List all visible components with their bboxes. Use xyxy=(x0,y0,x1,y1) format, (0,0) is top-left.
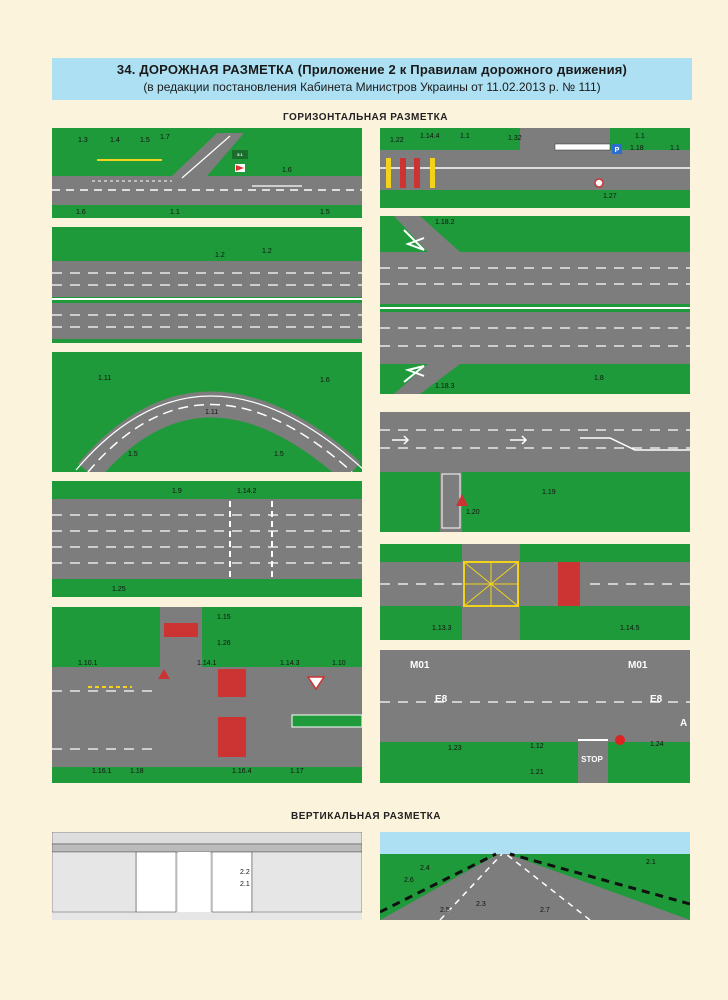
panel-1-lane-change: 5.1 1.3 1.4 1.5 1.7 1.6 1.1 1.5 1.6 xyxy=(52,128,362,218)
p5-label-4: 1.5 xyxy=(274,451,284,458)
p9-label-8: 1.16.4 xyxy=(232,768,252,775)
p5-label-2: 1.11 xyxy=(205,409,218,416)
section-heading-horizontal: ГОРИЗОНТАЛЬНАЯ РАЗМЕТКА xyxy=(283,112,448,123)
p9-label-5: 1.10 xyxy=(332,660,346,667)
p2-label-6: 1.1 xyxy=(670,145,680,152)
page-subtitle: (в редакции постановления Кабинета Минис… xyxy=(143,80,601,94)
p9-label-2: 1.14.1 xyxy=(197,660,217,667)
p2-label-2: 1.1 xyxy=(460,133,470,140)
p1-label-0: 1.3 xyxy=(78,137,88,144)
p12-label-1: 2.1 xyxy=(646,859,656,866)
title-band: 34. ДОРОЖНАЯ РАЗМЕТКА (Приложение 2 к Пр… xyxy=(52,58,692,100)
a-marking: A xyxy=(680,718,687,729)
p1-label-5: 1.1 xyxy=(170,209,180,216)
section-heading-vertical: ВЕРТИКАЛЬНАЯ РАЗМЕТКА xyxy=(291,811,441,822)
p5-label-3: 1.5 xyxy=(128,451,138,458)
p9-label-7: 1.18 xyxy=(130,768,144,775)
panel-4-merge: 1.18.2 1.18.3 1.8 xyxy=(380,216,690,394)
p4-label-1: 1.18.3 xyxy=(435,383,455,390)
p8-label-1: 1.14.5 xyxy=(620,625,640,632)
p9-label-0: 1.15 xyxy=(217,614,231,621)
m01-marking-left: M01 xyxy=(410,660,430,671)
p2-label-3: 1.32 xyxy=(508,135,522,142)
panel-10-stop: STOP M01 E8 M01 E8 A 1.23 1.12 1.24 1.21 xyxy=(380,650,690,783)
page-title: 34. ДОРОЖНАЯ РАЗМЕТКА (Приложение 2 к Пр… xyxy=(116,62,628,77)
panel-3-highway: 1.2 1.2 xyxy=(52,227,362,343)
p12-label-5: 2.6 xyxy=(404,877,414,884)
p8-label-0: 1.13.3 xyxy=(432,625,452,632)
p9-label-4: 1.14.3 xyxy=(280,660,300,667)
panel-7-crossing: 1.9 1.14.2 1.25 xyxy=(52,481,362,597)
p12-label-3: 2.3 xyxy=(476,901,486,908)
panel-8-box-junction: 1.13.3 1.14.5 xyxy=(380,544,690,640)
p7-label-1: 1.14.2 xyxy=(237,488,257,495)
p5-label-0: 1.11 xyxy=(98,375,111,382)
p1-label-1: 1.4 xyxy=(110,137,120,144)
panel-5-curve: 1.11 1.6 1.11 1.5 1.5 xyxy=(52,352,362,472)
p6-label-0: 1.19 xyxy=(542,489,556,496)
svg-text:P: P xyxy=(615,147,620,154)
panel-9-junction: 1.15 1.26 1.14.1 1.10.1 1.14.3 1.10 1.16… xyxy=(52,607,362,783)
p1-label-6: 1.5 xyxy=(320,209,330,216)
p2-label-1: 1.14.4 xyxy=(420,133,440,140)
p10-label-2: 1.24 xyxy=(650,741,664,748)
p11-label-0: 2.2 xyxy=(240,869,250,876)
p1-label-3: 1.7 xyxy=(160,134,170,141)
p12-label-4: 2.7 xyxy=(540,907,550,914)
panel-12-perspective-road: 2.4 2.1 2.5 2.3 2.7 2.6 xyxy=(380,832,690,920)
p12-label-2: 2.5 xyxy=(440,907,450,914)
e8-marking-right: E8 xyxy=(650,694,663,705)
p11-label-1: 2.1 xyxy=(240,881,250,888)
e8-marking-left: E8 xyxy=(435,694,448,705)
p9-label-6: 1.16.1 xyxy=(92,768,112,775)
p2-label-7: 1.27 xyxy=(603,193,617,200)
p4-label-2: 1.8 xyxy=(594,375,604,382)
m01-marking-right: M01 xyxy=(628,660,648,671)
p6-label-1: 1.20 xyxy=(466,509,480,516)
p12-label-0: 2.4 xyxy=(420,865,430,872)
p2-label-5: 1.18 xyxy=(630,145,644,152)
p1-label-7: 1.6 xyxy=(76,209,86,216)
panel-11-bridge: 2.2 2.1 xyxy=(52,832,362,920)
p3-label-1: 1.2 xyxy=(262,248,272,255)
p2-label-0: 1.22 xyxy=(390,137,404,144)
stop-marking: STOP xyxy=(581,755,603,764)
p10-label-3: 1.21 xyxy=(530,769,544,776)
panel-2-parking: P 1.22 1.14.4 1.1 1.32 1.1 1.18 1.1 1.27 xyxy=(380,128,690,208)
p1-label-4: 1.6 xyxy=(282,167,292,174)
p5-label-1: 1.6 xyxy=(320,377,330,384)
p2-label-4: 1.1 xyxy=(635,133,645,140)
p7-label-0: 1.9 xyxy=(172,488,182,495)
p3-label-0: 1.2 xyxy=(215,252,225,259)
p10-label-0: 1.23 xyxy=(448,745,462,752)
p9-label-9: 1.17 xyxy=(290,768,304,775)
p7-label-2: 1.25 xyxy=(112,586,126,593)
p10-label-1: 1.12 xyxy=(530,743,544,750)
panel-6-arrows: 1.19 1.20 xyxy=(380,412,690,532)
p4-label-0: 1.18.2 xyxy=(435,219,455,226)
p1-sign-label: 5.1 xyxy=(237,152,243,157)
p1-label-2: 1.5 xyxy=(140,137,150,144)
p9-label-1: 1.26 xyxy=(217,640,231,647)
p9-label-3: 1.10.1 xyxy=(78,660,98,667)
